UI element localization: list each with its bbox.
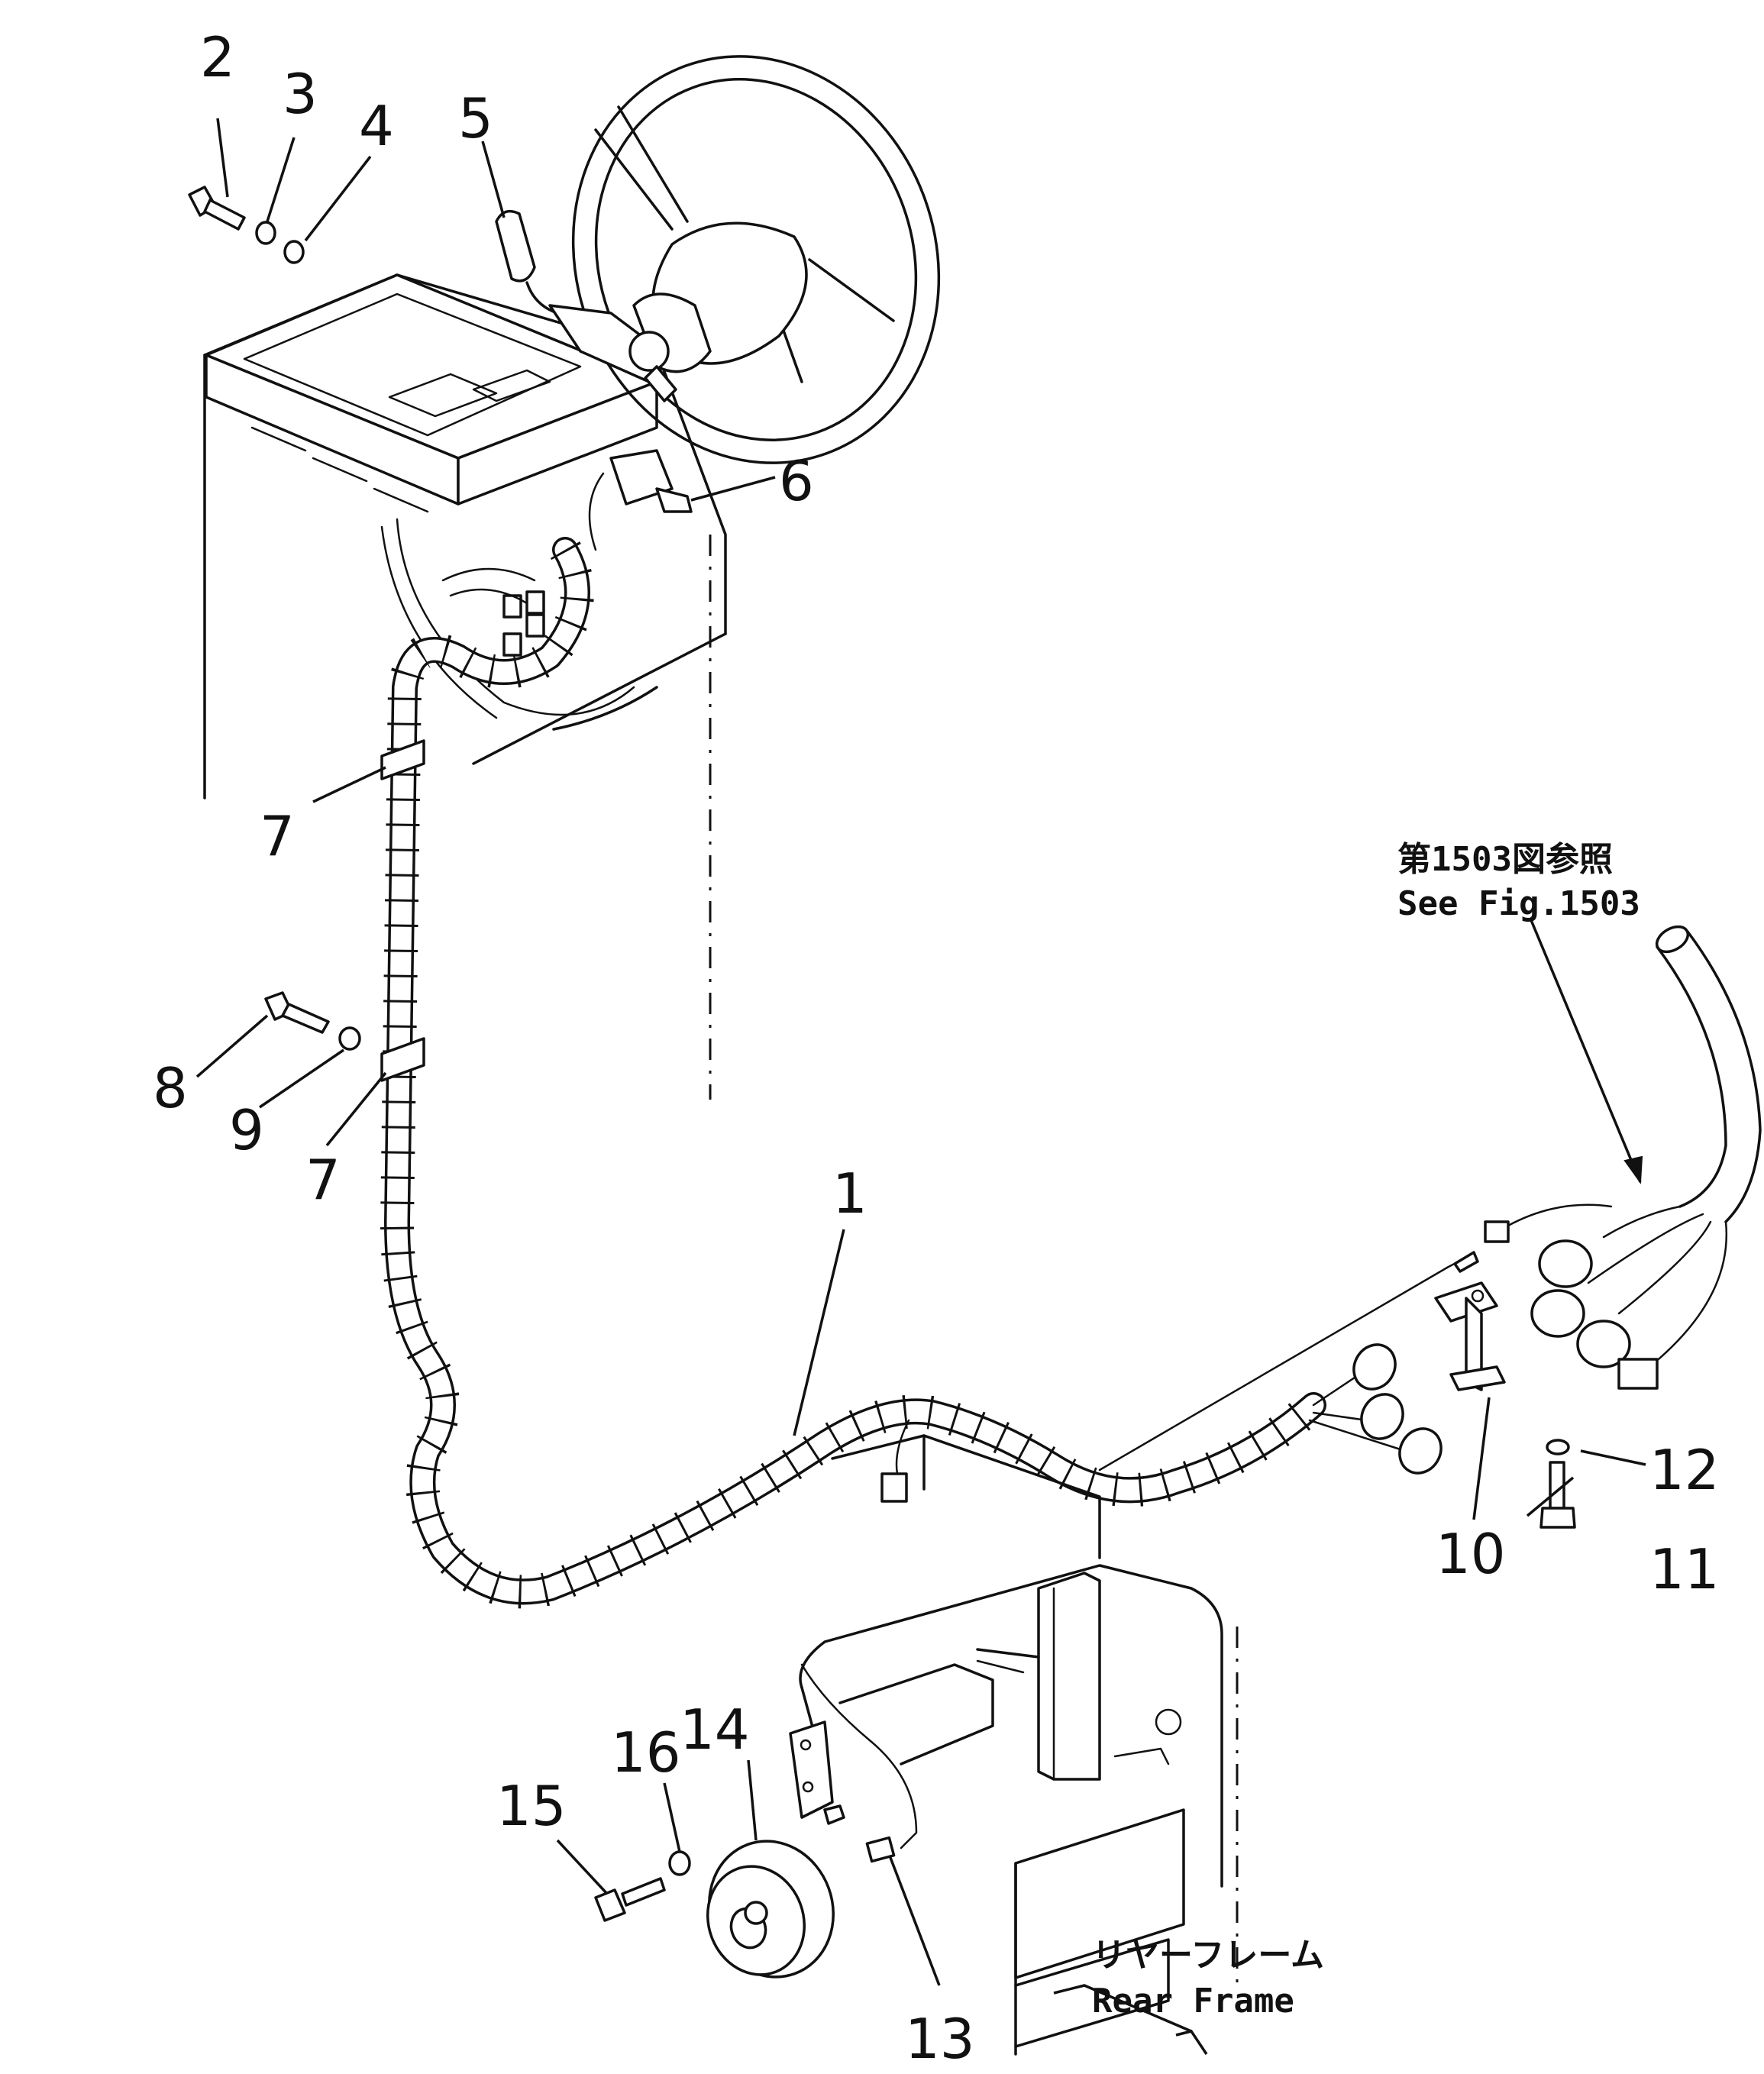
washer-9 bbox=[338, 1026, 361, 1051]
bolt-8 bbox=[264, 991, 330, 1034]
callout-7-lower: 7 bbox=[305, 1148, 341, 1212]
clamp-lower bbox=[380, 1037, 425, 1082]
reference-note-jp: 第1503図参照 bbox=[1397, 840, 1613, 879]
horn-wire-13 bbox=[800, 1663, 918, 1863]
callout-13: 13 bbox=[905, 2007, 975, 2071]
callout-14: 14 bbox=[680, 1698, 750, 1762]
frame-label-jp: リヤーフレーム bbox=[1092, 1936, 1324, 1975]
leader-lines bbox=[195, 118, 1646, 2055]
frame-label-en: Rear Frame bbox=[1092, 1982, 1294, 2021]
callout-1: 1 bbox=[832, 1161, 867, 1226]
callout-10: 10 bbox=[1436, 1522, 1506, 1586]
callout-5: 5 bbox=[458, 86, 493, 150]
switch-6 bbox=[588, 449, 693, 551]
reference-note: 第1503図参照 See Fig.1503 bbox=[1397, 840, 1640, 923]
external-cable bbox=[1484, 925, 1762, 1390]
harness-connectors bbox=[1098, 1251, 1479, 1475]
horn-14 bbox=[706, 1720, 845, 1979]
callout-15: 15 bbox=[496, 1774, 567, 1838]
callout-4: 4 bbox=[359, 94, 394, 158]
instrument-panel bbox=[205, 273, 658, 513]
steering-wheel bbox=[571, 55, 941, 464]
callout-7-upper: 7 bbox=[260, 804, 295, 868]
turn-signal-lever bbox=[495, 209, 677, 402]
rear-frame bbox=[799, 1434, 1239, 2056]
column-connectors bbox=[441, 567, 545, 657]
bolt-2 bbox=[188, 186, 246, 231]
callout-12: 12 bbox=[1649, 1438, 1720, 1502]
callout-11: 11 bbox=[1649, 1537, 1720, 1601]
callout-3: 3 bbox=[283, 62, 318, 126]
washer-12 bbox=[1546, 1439, 1570, 1455]
callout-16: 16 bbox=[611, 1720, 681, 1785]
washer-16 bbox=[668, 1850, 691, 1876]
main-harness bbox=[380, 537, 1326, 1609]
clamp-upper bbox=[380, 739, 425, 780]
washer-4 bbox=[283, 240, 305, 264]
callout-2: 2 bbox=[200, 25, 235, 89]
washer-3 bbox=[255, 221, 276, 245]
callout-8: 8 bbox=[153, 1056, 188, 1120]
callout-6: 6 bbox=[779, 449, 814, 513]
bolt-11 bbox=[1539, 1461, 1576, 1529]
bolt-15 bbox=[594, 1877, 666, 1922]
frame-label: リヤーフレーム Rear Frame bbox=[1092, 1936, 1324, 2021]
reference-note-en: See Fig.1503 bbox=[1397, 884, 1640, 923]
bracket-10 bbox=[1434, 1281, 1506, 1391]
callouts: 2 3 4 5 6 7 7 8 9 1 10 11 12 13 14 15 16 bbox=[153, 25, 1720, 2071]
callout-9: 9 bbox=[229, 1098, 264, 1162]
